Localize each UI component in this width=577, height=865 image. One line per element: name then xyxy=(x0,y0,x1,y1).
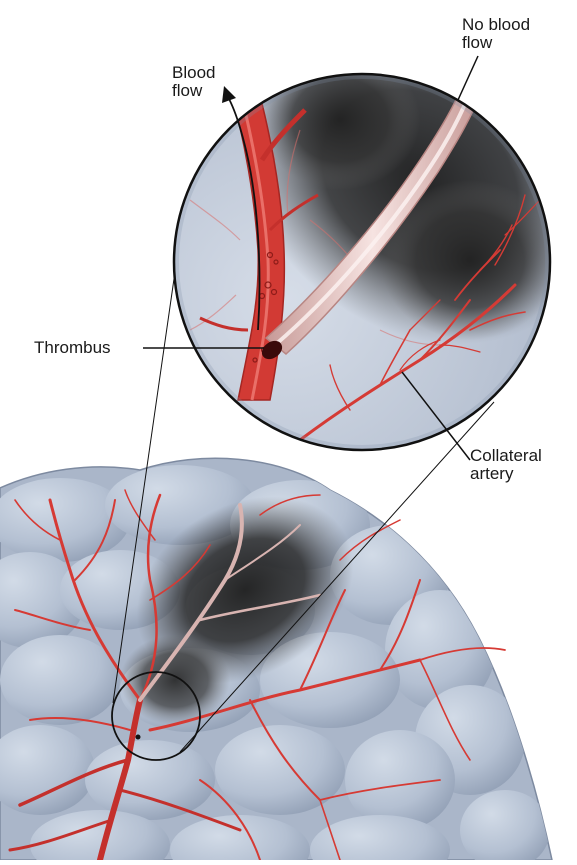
collateral-artery-label: Collateral artery xyxy=(470,447,542,483)
blood-flow-label-line1: Blood xyxy=(172,64,215,82)
no-blood-flow-label-line2: flow xyxy=(462,34,530,52)
thrombus-label: Thrombus xyxy=(34,339,111,357)
blood-flow-label: Blood flow xyxy=(172,64,215,100)
brain-surface xyxy=(0,458,552,860)
collateral-artery-label-line2: artery xyxy=(470,465,542,483)
magnified-view xyxy=(174,0,577,450)
no-blood-flow-label-line1: No blood xyxy=(462,16,530,34)
no-blood-flow-leader xyxy=(458,56,478,100)
blood-flow-label-line2: flow xyxy=(172,82,215,100)
collateral-artery-label-line1: Collateral xyxy=(470,447,542,465)
no-blood-flow-label: No blood flow xyxy=(462,16,530,52)
occlusion-dot xyxy=(136,735,141,740)
